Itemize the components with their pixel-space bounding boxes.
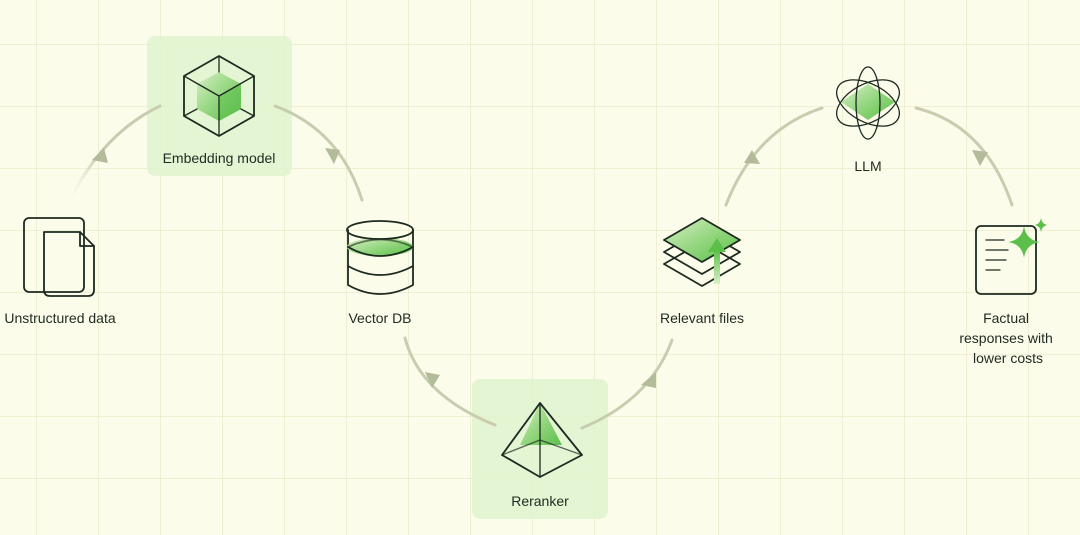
flow-arc-llm-factual (914, 106, 1014, 207)
relevant-files-label: Relevant files (660, 310, 744, 326)
layers-up-icon (663, 217, 741, 287)
flow-arc-vector-reranker (403, 336, 497, 427)
llm-label: LLM (854, 158, 881, 174)
factual-label-line-2: responses with (959, 330, 1052, 346)
vector-db-label: Vector DB (348, 310, 411, 326)
pyramid-icon (501, 402, 583, 478)
flow-arc-embedding-vector (273, 104, 364, 202)
unstructured-label: Unstructured data (4, 310, 115, 326)
flow-arc-reranker-relevant (580, 338, 674, 430)
flow-arc-relevant-llm (724, 106, 824, 207)
factual-label: Factual responses with lower costs (959, 310, 1056, 366)
sparkle-document-icon (975, 218, 1047, 295)
factual-label-line-3: lower costs (973, 350, 1043, 366)
arrow-head-1 (92, 148, 108, 163)
factual-label-line-1: Factual (983, 310, 1029, 326)
flow-arc-unstructured-embedding (66, 104, 162, 207)
atom-icon (836, 66, 900, 140)
arrow-head-6 (972, 150, 988, 166)
arrow-head-5 (744, 150, 760, 164)
arrow-head-2 (325, 148, 340, 164)
arrow-head-4 (641, 372, 656, 388)
database-icon (346, 220, 414, 295)
reranker-label: Reranker (511, 493, 569, 509)
arrow-head-3 (425, 372, 440, 388)
document-stack-icon (23, 217, 95, 297)
cube-icon (183, 55, 255, 137)
embedding-label: Embedding model (163, 150, 276, 166)
